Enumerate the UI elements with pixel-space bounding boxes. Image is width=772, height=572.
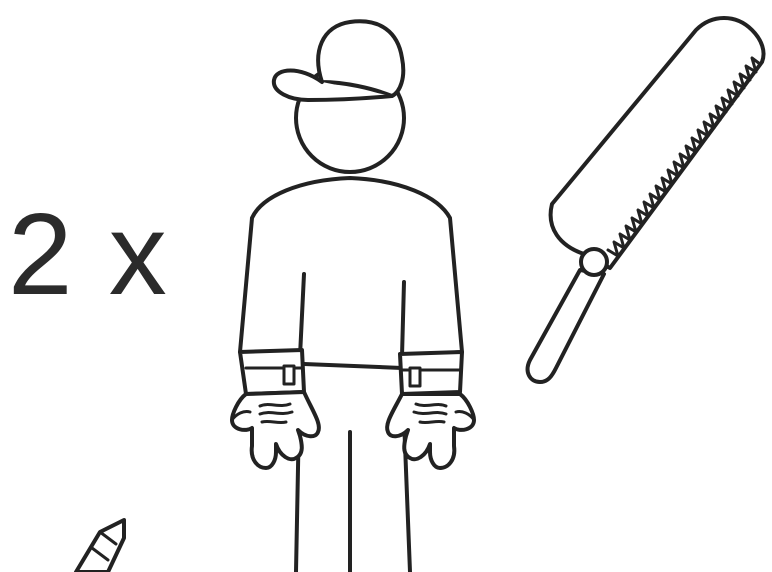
saw-handle: [528, 270, 604, 382]
cap-icon: [274, 21, 403, 100]
shirt-hem: [304, 364, 402, 368]
saw-blade: [551, 18, 764, 268]
saw-pivot: [581, 249, 607, 275]
worker-person-icon: [232, 21, 474, 572]
pencil-icon: [76, 520, 124, 572]
glove-right-icon: [387, 352, 474, 468]
glove-left-hand: [232, 392, 319, 468]
folding-saw-icon: [528, 18, 764, 382]
shirt-body: [240, 178, 462, 356]
glove-left-icon: [232, 350, 319, 468]
trousers: [296, 364, 410, 572]
